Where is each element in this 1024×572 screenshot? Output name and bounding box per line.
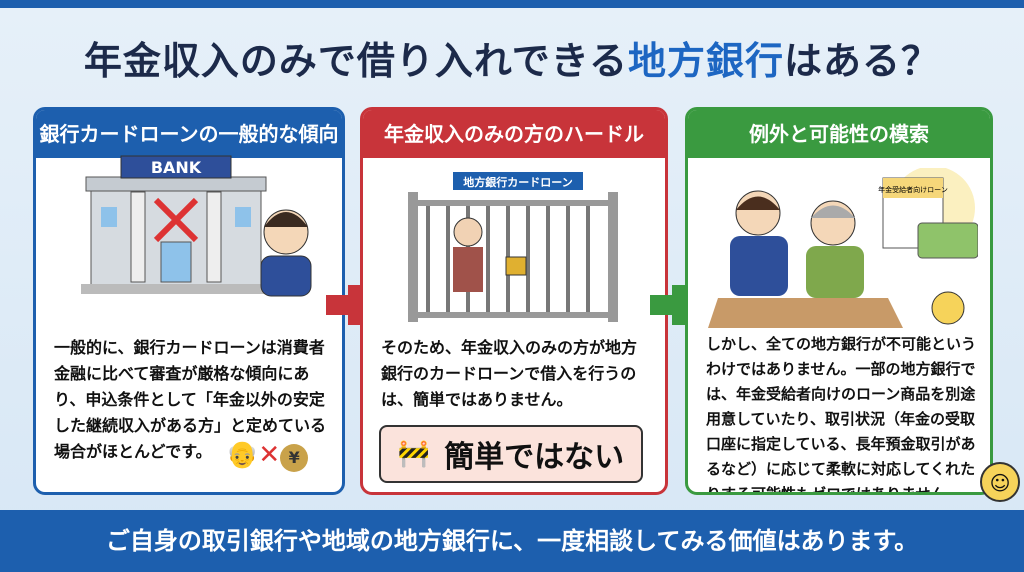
bank-illustration-icon: BANK xyxy=(81,155,312,297)
smiley-icon: ☺ xyxy=(980,462,1020,502)
handshake-illustration-icon: 年金受給者向けローン xyxy=(708,168,978,328)
elderly-no-money-icon: 👴✕¥ xyxy=(226,440,309,472)
page-title: 年金収入のみで借り入れできる地方銀行はある？ xyxy=(0,30,1024,85)
badge-text: 簡単ではない xyxy=(444,440,625,475)
title-highlight: 地方銀行 xyxy=(628,39,785,83)
panel-body: しかし、全ての地方銀行が不可能というわけではありません。一部の地方銀行では、年金… xyxy=(706,335,977,495)
panel-heading: 銀行カードローンの一般的な傾向 xyxy=(36,110,342,158)
top-bar xyxy=(0,0,1024,8)
title-suffix: はある？ xyxy=(784,39,941,83)
not-easy-badge: 🚧 簡単ではない xyxy=(379,425,643,483)
title-text: 年金収入のみで借り入れできる xyxy=(83,39,629,83)
bank-sign: BANK xyxy=(151,158,202,177)
panel-body: そのため、年金収入のみの方が地方銀行のカードローンで借入を行うのは、簡単ではあり… xyxy=(381,338,638,409)
footer-banner: ご自身の取引銀行や地域の地方銀行に、一度相談してみる価値はあります。 xyxy=(0,510,1024,572)
gate-sign: 地方銀行カードローン xyxy=(463,175,572,189)
panel-general-tendency: 銀行カードローンの一般的な傾向 BANK 一般的に、銀行カードローンは消費者金融… xyxy=(33,107,345,495)
panel-exceptions: 例外と可能性の模索 年金受給者向けローン しかし、全ての地方銀行が不可能というわ… xyxy=(685,107,993,495)
locked-gate-illustration-icon: 地方銀行カードローン xyxy=(408,172,618,322)
panel-heading: 例外と可能性の模索 xyxy=(688,110,990,158)
panel-pension-hurdle: 年金収入のみの方のハードル 地方銀行カードローン そのため、年金収入のみの方が地… xyxy=(360,107,668,495)
barrier-icon: 🚧 xyxy=(397,439,431,469)
panel-body: 一般的に、銀行カードローンは消費者金融に比べて審査が厳格な傾向にあり、申込条件と… xyxy=(54,338,327,461)
money-bag-icon: ¥ xyxy=(280,444,309,472)
panel-heading: 年金収入のみの方のハードル xyxy=(363,110,665,158)
loan-document-label: 年金受給者向けローン xyxy=(878,185,948,194)
